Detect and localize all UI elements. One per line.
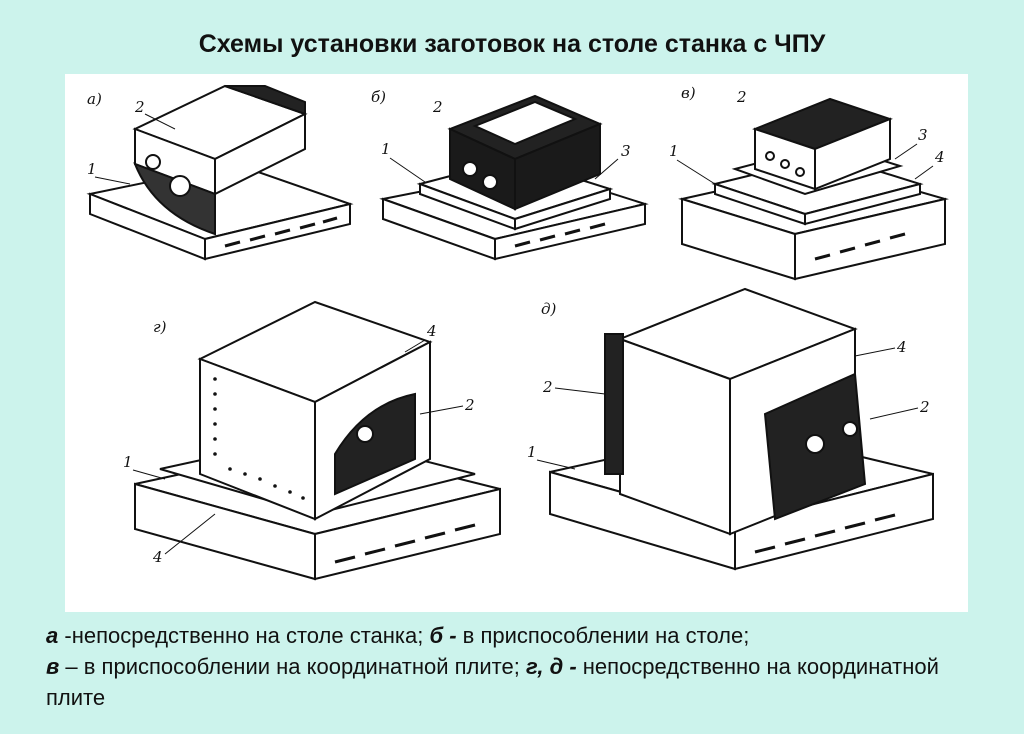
panel-b-label-1: 1 [381,140,391,158]
caption-text-a: -непосредственно на столе станка; [58,623,430,648]
panel-a-label-2: 2 [134,98,145,116]
panel-g-label-1: 1 [123,453,133,471]
caption-key-v: в [46,654,60,679]
figure-caption: а -непосредственно на столе станка; б - … [46,620,996,713]
panel-g: г) 4 2 1 4 [123,300,501,581]
caption-text-gd: непосредственно на координатной плите [46,654,939,710]
panel-v: в) 2 1 3 4 [669,84,949,281]
caption-key-b: б - [429,623,457,648]
panel-g-label-4-top: 4 [426,322,437,340]
panel-g-label-2: 2 [464,396,475,414]
panel-d: д) 4 2 2 1 [527,287,934,571]
slide-title: Схемы установки заготовок на столе станк… [198,30,826,58]
panel-a: а) 2 1 [86,84,354,261]
panel-d-label-1: 1 [527,443,537,461]
panel-b-label-2: 2 [432,98,443,116]
caption-key-a: а [46,623,59,648]
panel-v-label-3: 3 [918,126,928,144]
caption-key-gd: г, д - [525,654,577,679]
panel-v-label-1: 1 [669,142,679,160]
panel-d-label-2-right: 2 [919,398,930,416]
panel-d-label-4: 4 [896,338,907,356]
panel-v-label-4: 4 [934,148,945,166]
panel-g-label-4-bottom: 4 [152,548,163,566]
panel-b-letter: б) [371,88,386,106]
caption-text-b: в приспособлении на столе; [456,623,750,648]
panel-b-label-3: 3 [621,142,631,160]
panel-v-label-2: 2 [736,88,747,106]
panel-a-letter: а) [87,90,102,108]
caption-text-v: – в приспособлении на координатной плите… [59,654,526,679]
panel-g-letter: г) [153,318,167,336]
figure-drawing: а) 2 1 б) 2 1 3 [65,74,968,612]
panel-a-label-1: 1 [87,160,97,178]
panel-d-letter: д) [541,300,557,318]
panel-b: б) 2 1 3 [371,88,649,261]
panel-v-letter: в) [681,84,696,102]
panel-d-label-2-left: 2 [542,378,553,396]
